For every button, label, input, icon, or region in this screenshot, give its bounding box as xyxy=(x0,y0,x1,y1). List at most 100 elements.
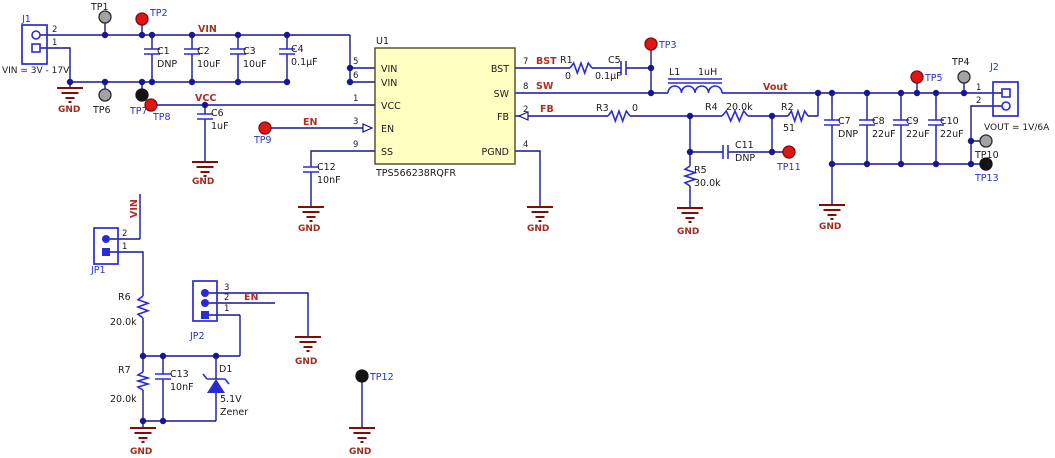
u1-pin-number-en: 3 xyxy=(353,117,358,127)
tp6-pad xyxy=(98,88,112,102)
c6-value-label: 1uF xyxy=(211,121,229,132)
c2-value-label: 10uF xyxy=(197,59,221,70)
r6-value-label: 20.0k xyxy=(110,317,137,328)
gnd-label: GND xyxy=(527,224,549,234)
j1-pin1-number: 1 xyxy=(52,38,57,48)
capacitor-c11: C11 DNP xyxy=(722,140,755,164)
capacitor-c6: C6 1uF xyxy=(197,108,229,132)
tp12-label: TP12 xyxy=(369,372,394,383)
jp1-pin1-number: 1 xyxy=(122,242,127,252)
u1-pin-name-vin2: VIN xyxy=(381,78,397,89)
u1-pin-number-vcc: 1 xyxy=(353,94,358,104)
tp13-pad xyxy=(979,157,993,171)
capacitor-c5: C5 0.1µF xyxy=(595,55,627,82)
c11-ref-label: C11 xyxy=(735,140,754,151)
tp11-label: TP11 xyxy=(776,162,801,173)
net-label-vin: VIN xyxy=(198,24,217,35)
c8-value-label: 22uF xyxy=(872,129,896,140)
net-label-vin-jumper: VIN xyxy=(129,199,140,218)
tp9-label: TP9 xyxy=(253,135,272,146)
r4-ref-label: R4 xyxy=(705,102,718,113)
u1-pin-name-vin1: VIN xyxy=(381,64,397,75)
tp4-label: TP4 xyxy=(951,57,970,68)
capacitor-c8: C8 22uF xyxy=(859,116,896,140)
tp5-pad xyxy=(910,70,924,84)
resistor-r6: R6 20.0k xyxy=(110,292,151,328)
c12-ref-label: C12 xyxy=(317,162,336,173)
c1-value-label: DNP xyxy=(157,59,177,70)
u1-pin-name-vcc: VCC xyxy=(381,101,401,112)
tp3-pad xyxy=(644,37,658,51)
l1-ref-label: L1 xyxy=(669,67,680,78)
r6-ref-label: R6 xyxy=(118,292,131,303)
resistor-r5: R5 30.0k xyxy=(682,165,721,189)
r3-value-label: 0 xyxy=(632,103,638,114)
c13-ref-label: C13 xyxy=(170,369,189,380)
c3-value-label: 10uF xyxy=(243,59,267,70)
u1-part-label: TPS566238RQFR xyxy=(375,168,456,179)
en-pin-arrow-icon xyxy=(362,123,374,133)
d1-value-label: 5.1V xyxy=(220,394,242,405)
fb-pin-arrow-icon xyxy=(517,111,529,121)
junction-dots xyxy=(66,31,975,425)
resistor-r2: R2 51 xyxy=(781,102,809,134)
r3-ref-label: R3 xyxy=(596,103,609,114)
gnd-label: GND xyxy=(819,222,841,232)
c4-ref-label: C4 xyxy=(291,44,304,55)
capacitor-c7: C7 DNP xyxy=(824,116,858,140)
capacitor-c10: C10 22uF xyxy=(928,116,964,140)
j2-pin1-number: 1 xyxy=(976,83,981,93)
u1-pin-number-bst: 7 xyxy=(523,57,528,67)
u1-pin-name-bst: BST xyxy=(491,64,509,75)
u1-pin-name-pgnd: PGND xyxy=(481,147,509,158)
c13-value-label: 10nF xyxy=(170,382,194,393)
u1-pin-number-vin1: 5 xyxy=(353,57,358,67)
resistor-r4: R4 20.0k xyxy=(705,102,753,124)
c5-value-label: 0.1µF xyxy=(595,71,622,82)
r5-ref-label: R5 xyxy=(694,165,707,176)
r7-value-label: 20.0k xyxy=(110,394,137,405)
j1-pin2-number: 2 xyxy=(52,25,57,35)
gnd-label: GND xyxy=(677,227,699,237)
tp10-pad xyxy=(979,134,993,148)
net-label-fb: FB xyxy=(540,104,554,115)
u1-pin-name-fb: FB xyxy=(497,112,509,123)
jp1-ref-label: JP1 xyxy=(90,265,106,276)
jp2-pin3-number: 3 xyxy=(224,283,229,293)
tp9-pad xyxy=(258,121,272,135)
gnd-symbols xyxy=(57,87,845,443)
net-label-vcc: VCC xyxy=(195,93,216,104)
tp1-label: TP1 xyxy=(90,2,109,13)
tp2-pad xyxy=(135,12,149,26)
u1-ref-label: U1 xyxy=(376,36,389,47)
u1-pin-number-sw: 8 xyxy=(523,82,528,92)
wires xyxy=(40,23,1002,428)
tp8-pad xyxy=(144,98,158,112)
capacitor-c13: C13 10nF xyxy=(155,369,194,393)
capacitor-c3: C3 10uF xyxy=(230,46,267,70)
capacitor-c9: C9 22uF xyxy=(893,116,930,140)
l1-value-label: 1uH xyxy=(698,67,717,78)
testpoints: TP1 TP2 TP6 TP7 TP8 TP9 TP3 TP5 TP4 TP11… xyxy=(90,2,999,383)
jp2-ref-label: JP2 xyxy=(189,331,205,342)
net-label-sw: SW xyxy=(536,81,554,92)
tp8-label: TP8 xyxy=(152,112,171,123)
jp1-pin2-number: 2 xyxy=(122,229,127,239)
c11-value-label: DNP xyxy=(735,153,755,164)
capacitor-c1: C1 DNP xyxy=(144,46,177,70)
j2-pin2-number: 2 xyxy=(976,96,981,106)
net-labels: VIN VCC EN BST SW FB Vout EN VIN xyxy=(129,24,788,303)
r4-value-label: 20.0k xyxy=(726,102,753,113)
jumper-jp2: JP2 3 2 1 xyxy=(189,280,229,342)
c10-ref-label: C10 xyxy=(940,116,959,127)
resistor-r3: R3 0 xyxy=(596,103,638,124)
ic-u1: U1 TPS566238RQFR VIN VIN VCC EN SS BST S… xyxy=(353,36,529,179)
jp2-pin2-number: 2 xyxy=(224,293,229,303)
connector-j1: J1 2 1 VIN = 3V - 17V xyxy=(2,14,70,76)
inductor-l1: L1 1uH xyxy=(667,67,723,94)
tp5-label: TP5 xyxy=(924,73,943,84)
c6-ref-label: C6 xyxy=(211,108,224,119)
u1-pin-number-fb: 2 xyxy=(523,105,528,115)
u1-pin-name-en: EN xyxy=(381,124,394,135)
